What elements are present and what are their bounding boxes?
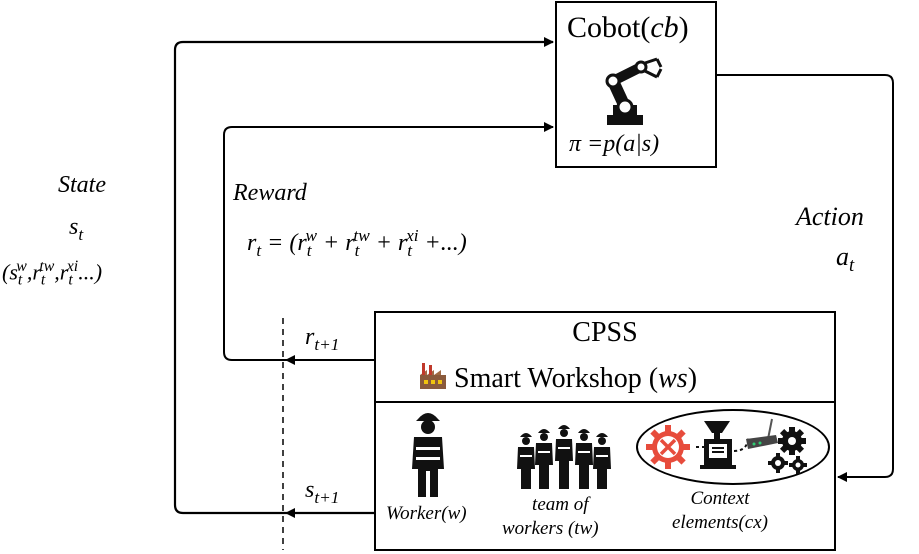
cobot-title: Cobot(cb) <box>567 11 689 44</box>
cpss-divider <box>376 401 834 403</box>
context-ellipse <box>636 409 830 485</box>
action-label: Action <box>796 202 864 231</box>
cobot-box: Cobot(cb) π =p(a|s) <box>555 1 717 168</box>
context-label: Context elements(cx) <box>672 488 768 533</box>
cpss-title: CPSS <box>572 317 638 348</box>
reward-label: Reward <box>233 180 307 206</box>
gears-icon <box>768 427 807 474</box>
reward-loop-line <box>223 122 554 361</box>
team-label: team of workers (tw) <box>502 494 599 539</box>
gear-wrench-icon <box>646 425 690 469</box>
state-tuple: (stw,rttw,rtxi...) <box>2 258 103 289</box>
state-next-label: st+1 <box>305 477 340 507</box>
policy-formula: π =p(a|s) <box>569 131 660 157</box>
cpss-subtitle: Smart Workshop (ws) <box>418 361 697 395</box>
router-icon <box>746 418 778 449</box>
state-label: State <box>58 172 106 198</box>
reward-formula: rt = (rtw + rttw + rtxi +...) <box>247 226 467 260</box>
robot-arm-icon <box>605 57 663 125</box>
machine-icon <box>696 421 749 469</box>
state-loop-line <box>173 37 554 515</box>
team-icon <box>517 425 611 489</box>
action-symbol: at <box>836 242 855 277</box>
cpss-box: CPSS Smart Workshop (ws) Worker(w) <box>374 311 836 551</box>
state-symbol: st <box>69 214 84 244</box>
action-loop-line <box>717 74 894 482</box>
factory-icon <box>420 363 446 389</box>
worker-icon <box>412 413 444 497</box>
worker-label: Worker(w) <box>386 503 467 524</box>
reward-next-label: rt+1 <box>305 324 340 354</box>
